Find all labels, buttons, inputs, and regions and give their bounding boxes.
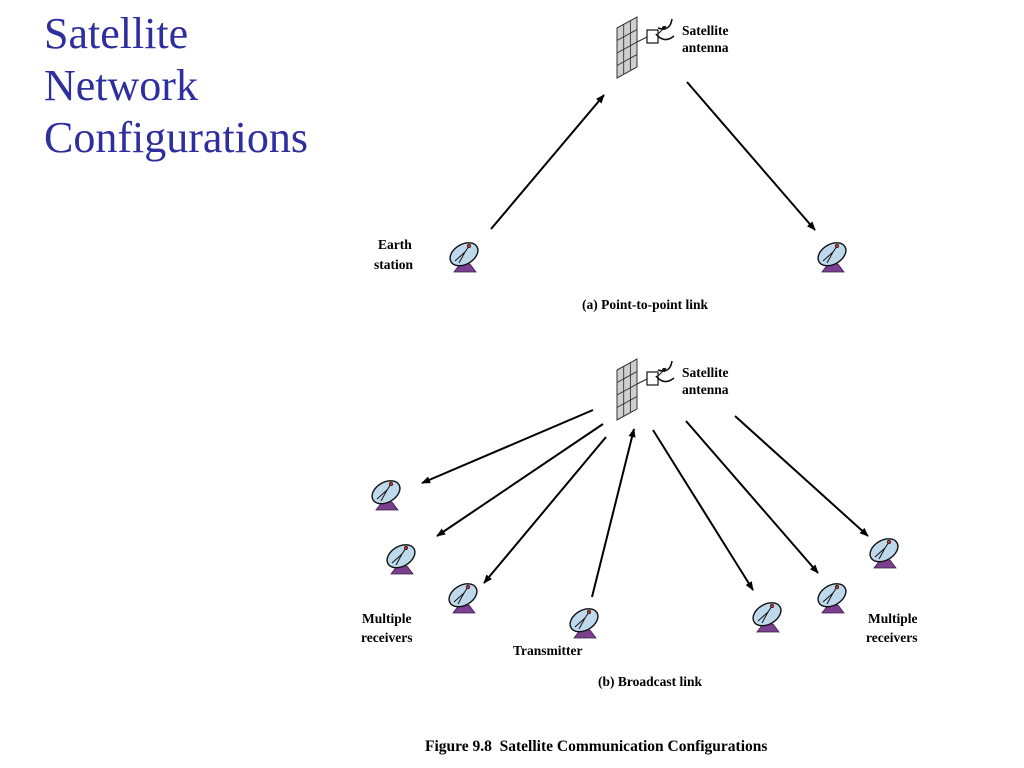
figure-caption: Figure 9.8 Satellite Communication Confi… [425,738,767,755]
right-receivers-label-1: Multiple [868,611,918,626]
earth-station-label-1: Earth [378,237,412,252]
uplink-arrow [490,94,605,230]
satellite-dish-icon [444,578,482,614]
satellite-dish-icon [865,533,903,569]
broadcast-arrow [421,409,594,484]
satellite-icon [616,358,675,421]
slide-title: Satellite Network Configurations [44,8,308,164]
satellite-label-a-2: antenna [682,40,729,55]
title-line-3: Configurations [44,113,308,162]
satellite-label-b-2: antenna [682,382,729,397]
satellite-dish-icon [813,237,851,273]
earth-station-label-2: station [374,257,413,272]
broadcast-arrow [734,415,869,537]
satellite-dish-icon [367,475,405,511]
left-receivers-label-2: receivers [361,630,412,645]
broadcast-arrow [436,423,604,537]
broadcast-arrow [652,429,754,591]
title-line-2: Network [44,61,198,110]
satellite-icon [616,16,675,79]
satellite-dish-icon [382,539,420,575]
satellite-label-a-1: Satellite [682,23,729,38]
broadcast-arrow [685,420,819,574]
satellite-dish-icon [565,603,603,639]
broadcast-arrow [483,436,607,584]
transmitter-label: Transmitter [513,643,582,658]
title-line-1: Satellite [44,9,189,58]
caption-b: (b) Broadcast link [598,674,703,689]
left-receivers-label-1: Multiple [362,611,412,626]
right-receivers-label-2: receivers [866,630,917,645]
satellite-label-b-1: Satellite [682,365,729,380]
satellite-dish-icon [748,597,786,633]
satellite-dish-icon [813,578,851,614]
satellite-dish-icon [445,237,483,273]
caption-a: (a) Point-to-point link [582,297,709,312]
downlink-arrow [686,81,816,231]
uplink-arrow [591,428,636,598]
